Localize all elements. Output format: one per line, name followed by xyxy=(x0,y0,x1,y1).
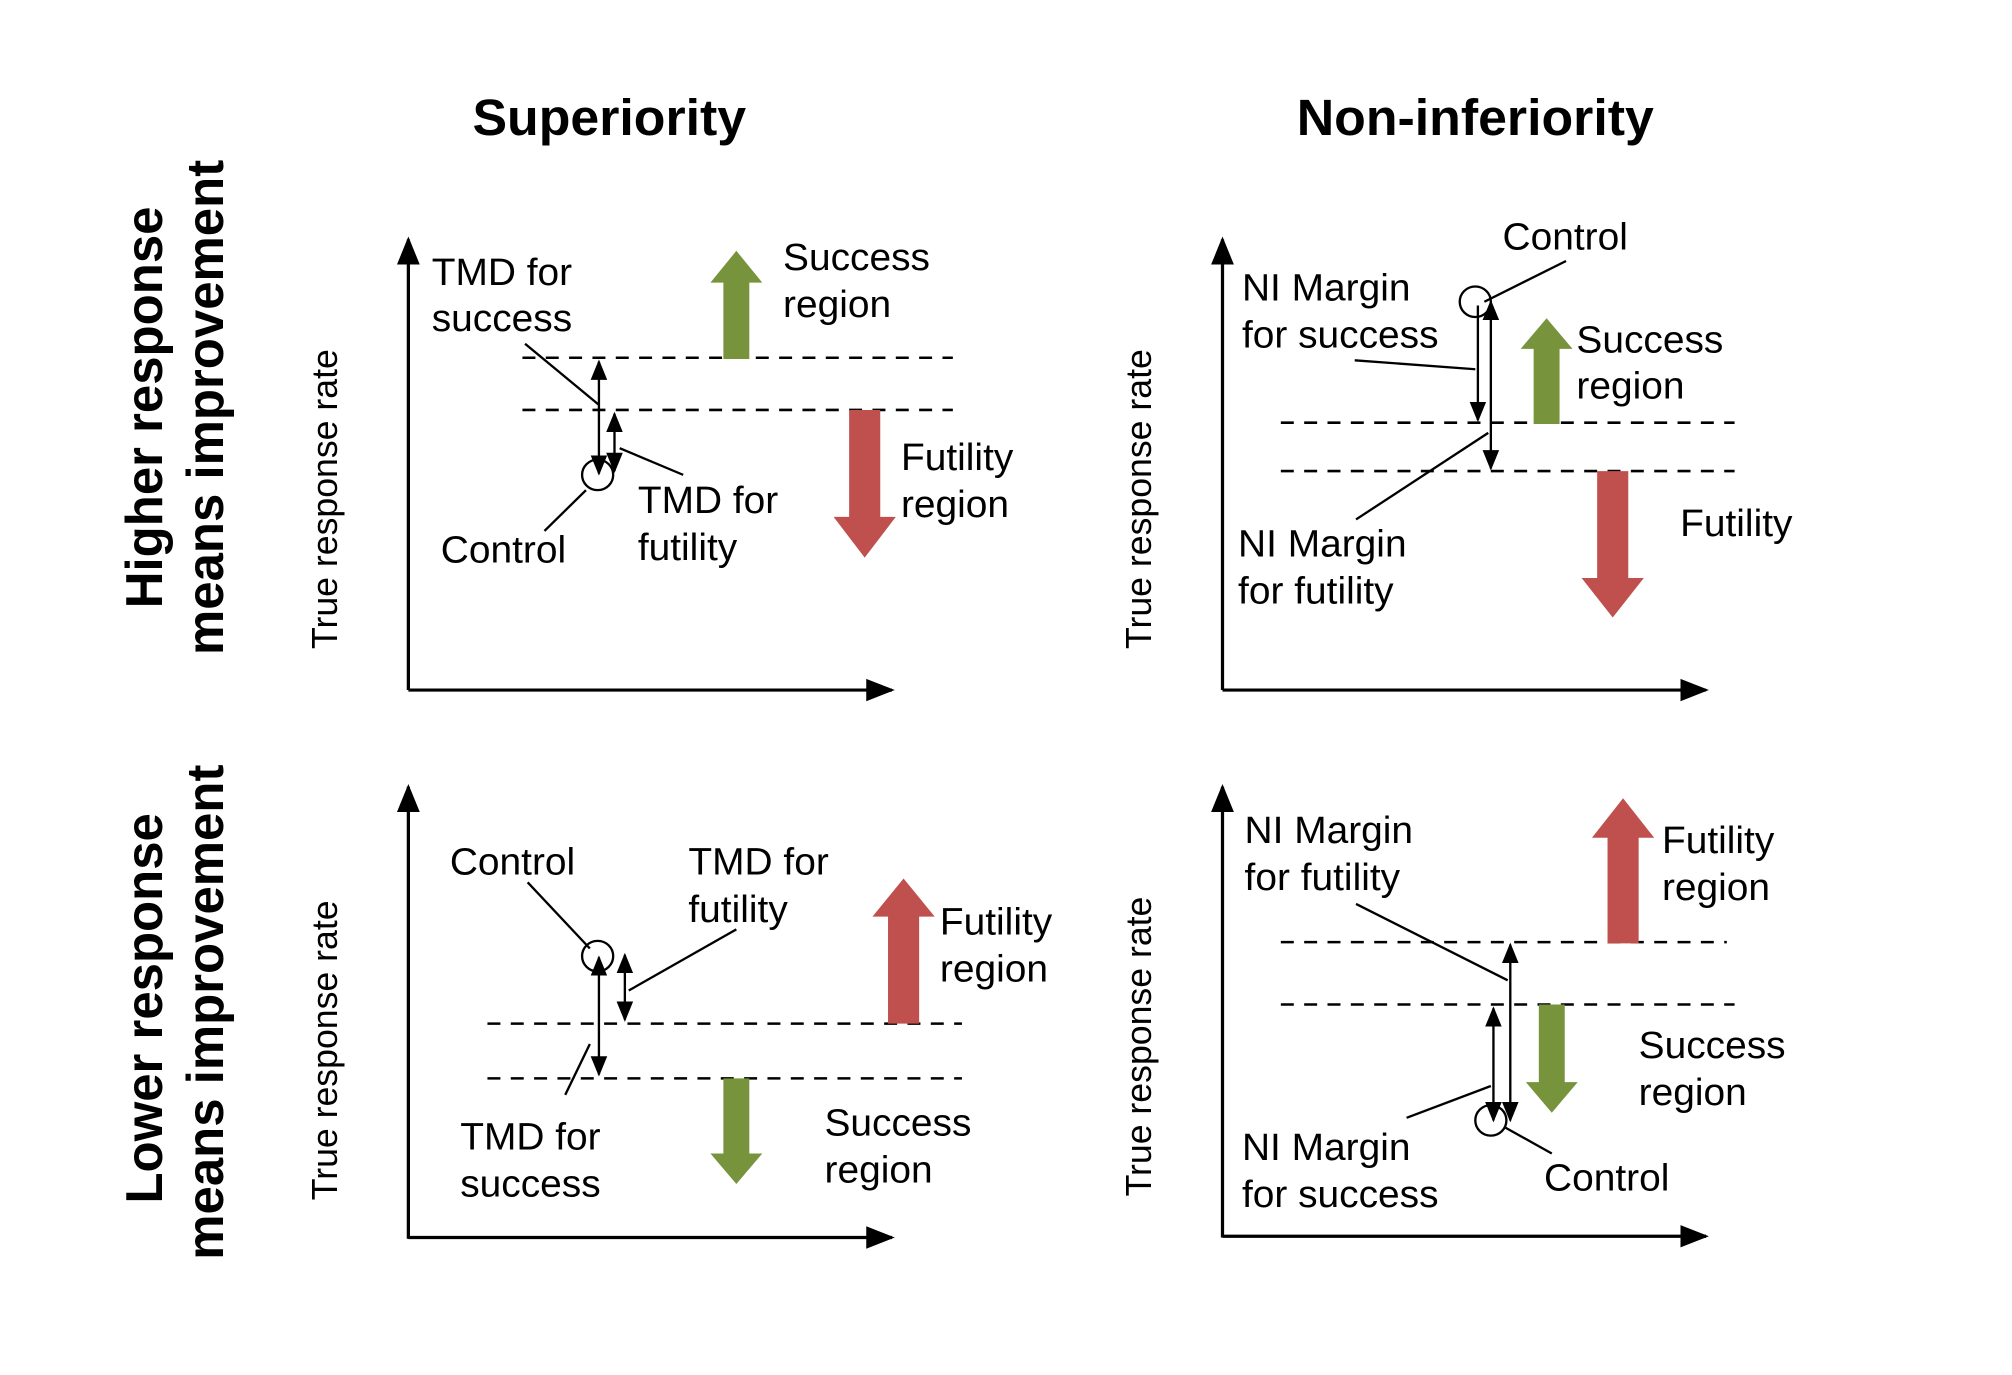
row-label-higher-1: Higher response xyxy=(115,207,174,609)
ni-margin-futility-label: NI Margin xyxy=(1238,523,1407,566)
column-title-superiority: Superiority xyxy=(472,88,746,145)
row-label-lower-1: Lower response xyxy=(115,813,174,1203)
control-marker xyxy=(580,458,615,492)
success-arrow-up xyxy=(710,250,763,360)
panel-non-inferiority-lower: NI Margin for futility Futility region S… xyxy=(1211,784,1786,1248)
ni-margin-futility-label: for futility xyxy=(1245,856,1401,899)
leader-line xyxy=(564,1043,591,1096)
futility-region-label: region xyxy=(1662,866,1770,909)
leader-line xyxy=(1355,902,1509,982)
leader-line xyxy=(524,342,600,406)
ni-margin-futility-label: for futility xyxy=(1238,570,1394,613)
tmd-futility-label: TMD for xyxy=(638,479,779,522)
futility-arrow-down xyxy=(833,409,896,558)
futility-region-label: Futility xyxy=(901,436,1014,479)
tmd-success-label: TMD for xyxy=(432,251,573,294)
y-axis-label: True response rate xyxy=(304,900,345,1200)
success-region-label: Success xyxy=(1639,1024,1786,1067)
futility-region-label: Futility xyxy=(1662,819,1775,862)
control-label: Control xyxy=(1544,1157,1669,1200)
leader-line xyxy=(1483,259,1567,303)
control-label: Control xyxy=(1503,216,1628,259)
panel-superiority-lower: Control TMD for futility Futility region… xyxy=(396,784,1053,1249)
panel-non-inferiority-higher: Control NI Margin for success Success re… xyxy=(1211,216,1793,702)
tmd-success-label: TMD for xyxy=(460,1116,601,1159)
success-arrow-up xyxy=(1520,318,1573,424)
success-region-label: region xyxy=(783,283,891,326)
ni-margin-futility-label: NI Margin xyxy=(1245,809,1414,852)
y-axis-label: True response rate xyxy=(1118,897,1159,1197)
y-axis-label: True response rate xyxy=(1118,349,1159,649)
futility-label: Futility xyxy=(1680,502,1793,545)
ni-margin-success-label: NI Margin xyxy=(1242,267,1411,310)
leader-line xyxy=(1355,431,1489,521)
ni-margin-success-label: for success xyxy=(1242,314,1439,357)
y-axis-label: True response rate xyxy=(304,349,345,649)
leader-line xyxy=(628,928,737,992)
success-arrow-down xyxy=(710,1078,763,1185)
success-arrow-down xyxy=(1525,1004,1578,1113)
tmd-futility-label: futility xyxy=(638,526,738,569)
control-marker xyxy=(1474,1103,1508,1137)
futility-arrow-down xyxy=(1581,471,1644,618)
leader-line xyxy=(1354,359,1476,371)
row-label-lower-2: means improvement xyxy=(176,765,235,1260)
leader-line xyxy=(1503,1125,1553,1155)
row-label-higher-2: means improvement xyxy=(176,160,235,655)
leader-line xyxy=(543,489,587,532)
control-label: Control xyxy=(450,841,575,884)
futility-arrow-up xyxy=(1591,798,1655,944)
futility-region-label: region xyxy=(901,483,1009,526)
futility-region-label: Futility xyxy=(940,901,1053,944)
ni-margin-success-label: for success xyxy=(1242,1173,1439,1216)
success-region-label: Success xyxy=(825,1102,972,1145)
leader-line xyxy=(526,881,591,950)
futility-arrow-up xyxy=(872,878,935,1024)
success-region-label: Success xyxy=(783,236,930,279)
ni-margin-success-label: NI Margin xyxy=(1242,1126,1411,1169)
success-region-label: region xyxy=(1639,1071,1747,1114)
panel-superiority-higher: TMD for success Success region Futility … xyxy=(396,236,1014,702)
tmd-futility-label: TMD for xyxy=(688,841,829,884)
leader-line xyxy=(619,447,684,476)
success-region-label: Success xyxy=(1576,319,1723,362)
futility-region-label: region xyxy=(940,948,1048,991)
tmd-success-label: success xyxy=(460,1163,600,1206)
tmd-success-label: success xyxy=(432,297,572,340)
success-region-label: region xyxy=(1576,365,1684,408)
tmd-futility-label: futility xyxy=(688,888,788,931)
column-title-non-inferiority: Non-inferiority xyxy=(1297,88,1655,145)
success-region-label: region xyxy=(825,1149,933,1192)
leader-line xyxy=(1406,1084,1492,1119)
control-label: Control xyxy=(441,529,566,572)
